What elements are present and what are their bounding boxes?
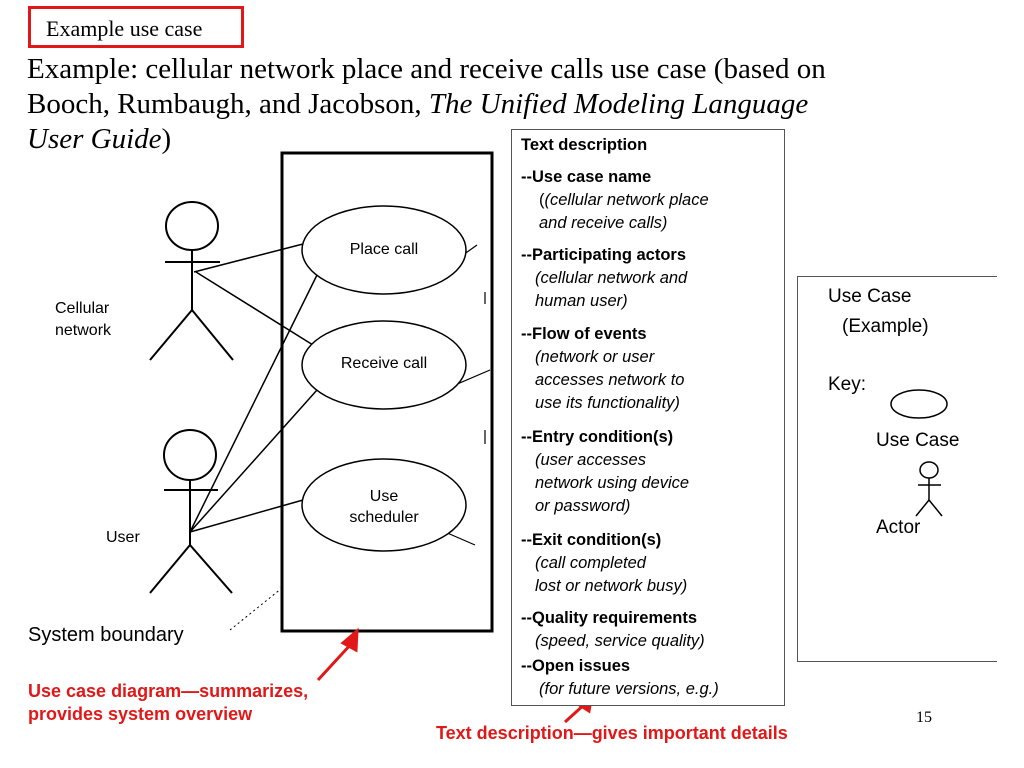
arrow-head-boundary — [340, 627, 359, 653]
desc-detail: ((cellular network place — [539, 191, 709, 209]
desc-detail: use its functionality) — [535, 394, 680, 412]
system-boundary-label: System boundary — [28, 624, 184, 646]
key-symbols — [890, 389, 948, 517]
actor-user-icon — [149, 429, 233, 594]
desc-detail: (for future versions, e.g.) — [539, 680, 719, 698]
desc-detail: accesses network to — [535, 371, 685, 389]
desc-detail: network using device — [535, 474, 690, 492]
use-case-use-scheduler — [301, 458, 467, 552]
key-panel-subtitle: (Example) — [842, 316, 929, 337]
use-case-receive-call-label: Receive call — [340, 355, 428, 372]
actor-user-label: User — [106, 529, 140, 546]
title-line-3-tail: ) — [161, 123, 172, 155]
desc-section-quality-requirements: --Quality requirements (speed, service q… — [521, 607, 705, 653]
boundary-pointer-line — [229, 587, 283, 631]
desc-detail: human user) — [535, 292, 628, 310]
desc-label: --Quality requirements — [521, 609, 698, 627]
text-description-heading: Text description — [521, 136, 648, 154]
key-actor-label: Actor — [876, 517, 921, 538]
desc-label: --Exit condition(s) — [521, 531, 662, 549]
desc-section-entry-conditions: --Entry condition(s) (user accesses netw… — [521, 426, 689, 518]
desc-section-participating-actors: --Participating actors (cellular network… — [521, 244, 687, 313]
desc-label: --Flow of events — [521, 325, 647, 343]
desc-label: --Open issues — [521, 657, 631, 675]
key-panel-box — [797, 276, 997, 662]
use-case-place-call-label: Place call — [349, 241, 419, 258]
desc-label: --Use case name — [521, 168, 652, 186]
diagram-caption-line-2: provides system overview — [28, 704, 253, 724]
desc-detail: (user accesses — [535, 451, 646, 469]
key-use-case-symbol-icon — [890, 389, 948, 419]
desc-detail: (call completed — [535, 554, 646, 572]
desc-section-exit-conditions: --Exit condition(s) (call completed lost… — [521, 529, 687, 598]
use-case-receive-call — [301, 320, 467, 410]
title-line-2: Booch, Rumbaugh, and Jacobson, The Unifi… — [27, 87, 987, 122]
desc-detail: (cellular network and — [535, 269, 688, 287]
actor-cellular-network-icon — [149, 201, 234, 361]
text-description-box — [511, 129, 785, 706]
title-line-1: Example: cellular network place and rece… — [27, 53, 826, 85]
key-actor-symbol-icon — [915, 461, 943, 517]
page-number: 15 — [916, 709, 932, 726]
association-lines — [189, 243, 318, 533]
actor-cellular-network-label: Cellular network — [55, 300, 112, 339]
text-description-caption: Text description—gives important details — [436, 723, 788, 743]
arrow-to-boundary — [316, 641, 354, 682]
desc-section-use-case-name: --Use case name ((cellular network place… — [521, 166, 709, 235]
desc-section-flow-of-events: --Flow of events (network or user access… — [521, 323, 684, 415]
desc-detail: or password) — [535, 497, 631, 515]
desc-detail: and receive calls) — [539, 214, 668, 232]
system-boundary-box — [280, 151, 494, 633]
desc-label: --Participating actors — [521, 246, 687, 264]
title-line-2-italic: The Unified Modeling Language — [428, 88, 809, 120]
desc-detail: (network or user — [535, 348, 655, 366]
diagram-caption: Use case diagram—summarizes, provides sy… — [28, 680, 308, 726]
use-case-use-scheduler-label: Use scheduler — [349, 488, 419, 526]
desc-detail: lost or network busy) — [535, 577, 688, 595]
use-case-place-call — [301, 205, 467, 295]
desc-detail: (speed, service quality) — [535, 632, 705, 650]
desc-label: --Entry condition(s) — [521, 428, 674, 446]
key-label: Key: — [828, 374, 867, 395]
desc-section-open-issues: --Open issues (for future versions, e.g.… — [521, 655, 719, 701]
title-line-2-plain: Booch, Rumbaugh, and Jacobson, — [27, 88, 429, 120]
slide-title: Example: cellular network place and rece… — [27, 52, 987, 157]
slide-tag: Example use case — [46, 16, 203, 41]
diagram-caption-line-1: Use case diagram—summarizes, — [28, 681, 309, 701]
key-use-case-label: Use Case — [876, 430, 960, 451]
key-panel-title: Use Case — [828, 286, 912, 307]
title-line-3-italic: User Guide — [27, 123, 162, 155]
slide-tag-box — [28, 6, 244, 48]
title-line-3: User Guide) — [27, 122, 987, 157]
